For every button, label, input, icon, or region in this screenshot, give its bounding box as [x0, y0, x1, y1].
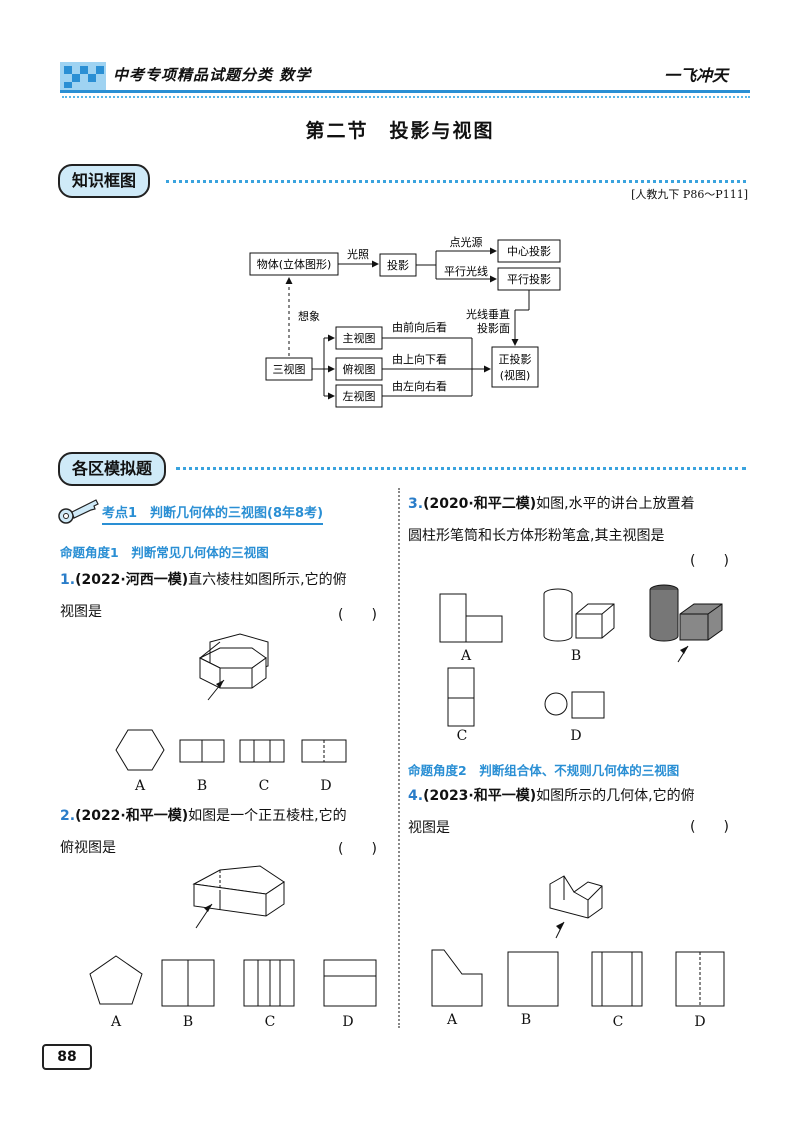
q2-source: (2022·和平一模)	[75, 808, 189, 824]
series-title: 中考专项精品试题分类 数学	[113, 66, 312, 84]
q3-source: (2020·和平二模)	[423, 496, 537, 512]
q4-option-c-shape	[591, 951, 643, 1007]
question-4: 4.(2023·和平一模)如图所示的几何体,它的俯 视图是	[408, 780, 748, 844]
q2-text-1: 如图是一个正五棱柱,它的	[188, 808, 347, 824]
q1-text-2: 视图是	[60, 604, 102, 620]
q3-answer-blank[interactable]: ( )	[690, 553, 729, 569]
q1-answer-blank[interactable]: ( )	[338, 607, 377, 623]
q1-label-b[interactable]: B	[196, 778, 208, 794]
knowledge-diagram: 物体(立体图形) 投影 中心投影 平行投影 三视图 主视图 俯视图 左视图 正投…	[249, 235, 561, 408]
header-rule	[60, 90, 750, 93]
q3-label-c[interactable]: C	[456, 728, 468, 744]
label-parallel-light: 平行光线	[444, 264, 488, 278]
q1-source: (2022·河西一模)	[75, 572, 189, 588]
angle-1: 命题角度1 判断常见几何体的三视图	[60, 545, 269, 560]
q3-number: 3.	[408, 496, 424, 512]
q2-label-a[interactable]: A	[110, 1014, 122, 1030]
node-front-view: 主视图	[343, 331, 376, 345]
q1-hex-prism-figure	[198, 633, 269, 701]
node-projection: 投影	[387, 258, 409, 272]
label-perpendicular-2: 投影面	[477, 321, 510, 335]
question-2: 2.(2022·和平一模)如图是一个正五棱柱,它的 俯视图是	[60, 800, 390, 864]
q2-text-2: 俯视图是	[60, 840, 116, 856]
q4-source: (2023·和平一模)	[423, 788, 537, 804]
label-left-dir: 由左向右看	[392, 379, 447, 393]
q2-answer-blank[interactable]: ( )	[338, 841, 377, 857]
q2-option-c-shape	[243, 959, 295, 1007]
q4-text-2: 视图是	[408, 820, 450, 836]
node-left-view: 左视图	[343, 389, 376, 403]
q1-options	[115, 729, 347, 771]
header-dots	[62, 96, 750, 98]
q2-label-d[interactable]: D	[342, 1014, 354, 1030]
q2-option-a-pentagon	[89, 955, 143, 1005]
node-parallel: 平行投影	[507, 272, 551, 286]
column-divider	[398, 488, 400, 1028]
node-ortho-1: 正投影	[499, 352, 532, 366]
label-perpendicular-1: 光线垂直	[466, 307, 510, 321]
page-number: 88	[42, 1044, 92, 1070]
node-central: 中心投影	[507, 244, 551, 258]
q4-number: 4.	[408, 788, 424, 804]
q1-option-a-hexagon	[115, 729, 165, 771]
q3-label-a[interactable]: A	[460, 648, 472, 664]
q4-label-a[interactable]: A	[446, 1012, 458, 1028]
q1-number: 1.	[60, 572, 76, 588]
q3-option-c-shape	[447, 667, 475, 727]
q1-label-d[interactable]: D	[320, 778, 332, 794]
kaodian-title: 考点1 判断几何体的三视图(8年8考)	[102, 502, 324, 525]
q4-label-c[interactable]: C	[612, 1014, 624, 1030]
section-title: 第二节 投影与视图	[305, 120, 495, 142]
q3-text-1: 如图,水平的讲台上放置着	[536, 496, 695, 512]
practice-dotline	[176, 467, 746, 470]
label-point-source: 点光源	[450, 235, 483, 249]
label-top-dir: 由上向下看	[392, 352, 447, 366]
q3-label-b[interactable]: B	[570, 648, 582, 664]
node-object: 物体(立体图形)	[257, 257, 332, 271]
q1-label-c[interactable]: C	[258, 778, 270, 794]
brand-logo: 一飞冲天	[664, 66, 729, 85]
question-1: 1.(2022·河西一模)直六棱柱如图所示,它的俯 视图是	[60, 564, 390, 628]
q3-options	[439, 584, 723, 727]
q2-options	[89, 955, 377, 1007]
practice-tag: 各区模拟题	[58, 452, 167, 486]
node-ortho-2: (视图)	[500, 368, 531, 382]
q2-option-d-shape	[323, 959, 377, 1007]
q4-solid-figure	[549, 875, 603, 939]
q1-text-1: 直六棱柱如图所示,它的俯	[188, 572, 347, 588]
key-icon	[58, 499, 99, 524]
q3-option-d-shape	[544, 692, 568, 716]
q2-pentagon-prism-figure	[192, 865, 285, 929]
q3-text-2: 圆柱形笔筒和长方体形粉笔盒,其主视图是	[408, 528, 665, 544]
q2-number: 2.	[60, 808, 76, 824]
question-3: 3.(2020·和平二模)如图,水平的讲台上放置着 圆柱形笔筒和长方体形粉笔盒,…	[408, 488, 748, 552]
header-logo	[60, 62, 106, 90]
q4-option-a-shape	[431, 949, 483, 1007]
label-front-dir: 由前向后看	[392, 320, 447, 334]
q4-answer-blank[interactable]: ( )	[690, 819, 729, 835]
knowledge-dotline	[166, 180, 746, 183]
node-top-view: 俯视图	[343, 362, 376, 376]
q4-option-b-shape	[507, 951, 559, 1007]
q4-text-1: 如图所示的几何体,它的俯	[536, 788, 695, 804]
q2-label-b[interactable]: B	[182, 1014, 194, 1030]
q4-label-b[interactable]: B	[520, 1012, 532, 1028]
checker-logo-icon	[60, 62, 106, 90]
q2-label-c[interactable]: C	[264, 1014, 276, 1030]
knowledge-tag: 知识框图	[58, 164, 151, 198]
label-light: 光照	[347, 247, 369, 261]
textbook-reference: [人教九下 P86～P111]	[631, 188, 748, 201]
q1-label-a[interactable]: A	[134, 778, 146, 794]
q3-label-d[interactable]: D	[570, 728, 582, 744]
q4-options	[431, 949, 725, 1007]
q4-label-d[interactable]: D	[694, 1014, 706, 1030]
q3-option-a-shape	[439, 593, 467, 643]
node-three-views: 三视图	[273, 362, 306, 376]
label-imagine: 想象	[298, 309, 320, 323]
angle-2: 命题角度2 判断组合体、不规则几何体的三视图	[408, 763, 680, 778]
q1-option-c-shape	[239, 739, 285, 763]
